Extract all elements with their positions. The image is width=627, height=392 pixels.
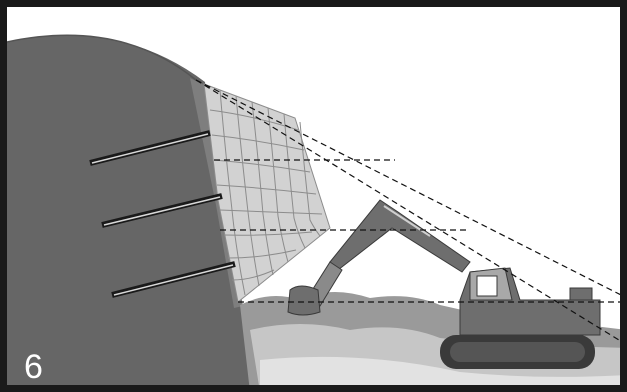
hillside (7, 35, 620, 385)
hill-crest-edge (7, 34, 197, 81)
wall-face (203, 83, 331, 303)
slope-line-lower (195, 79, 620, 342)
excavator-icon (287, 199, 601, 369)
excavator-bucket (287, 285, 321, 316)
soil-nail-icon (89, 130, 236, 298)
foreground-ground (260, 356, 620, 385)
dashed-reference-lines (195, 79, 620, 342)
excavator-counterweight (569, 287, 593, 301)
slope-line-upper (195, 79, 620, 296)
excavator-window (476, 275, 498, 297)
step-number: 6 (24, 348, 43, 386)
